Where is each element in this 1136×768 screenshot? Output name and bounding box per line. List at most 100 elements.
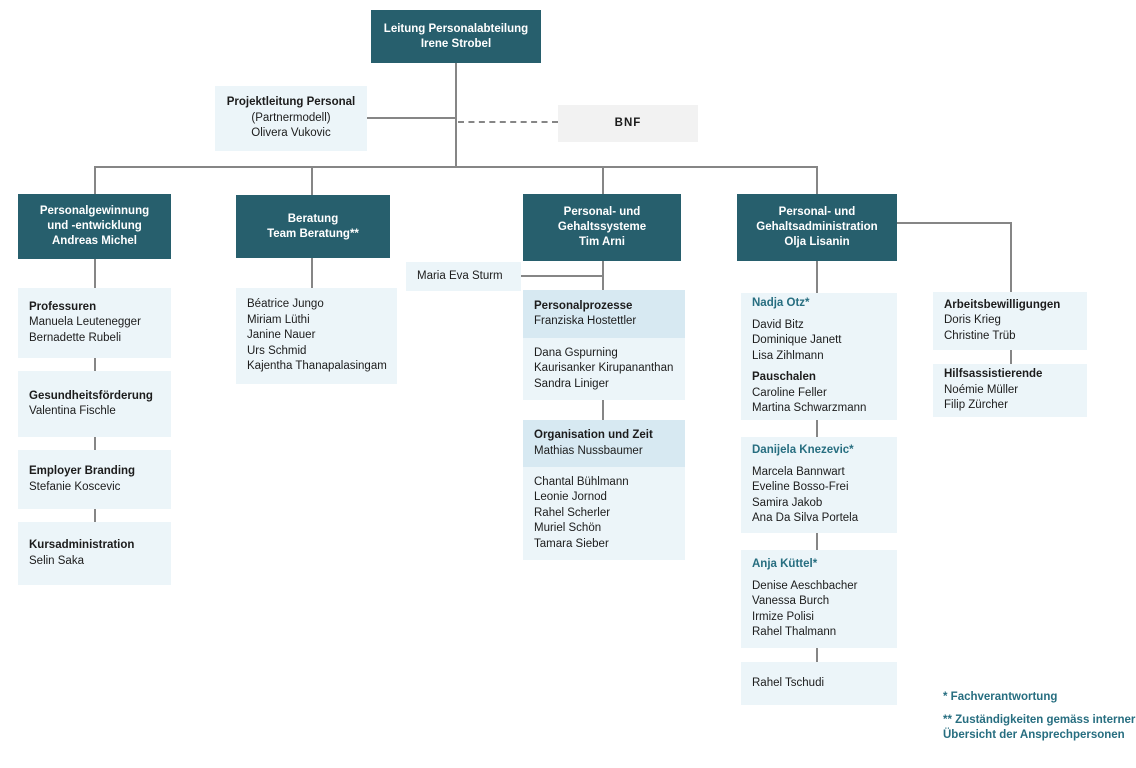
member-name: Manuela Leutenegger xyxy=(29,316,141,329)
member-name: Miriam Lüthi xyxy=(247,313,310,326)
member-name: Janine Nauer xyxy=(247,329,316,342)
person-name: Olivera Vukovic xyxy=(251,127,331,140)
connector-line xyxy=(94,437,96,450)
box-gehaltssysteme-header: Personal- und Gehaltssysteme Tim Arni xyxy=(523,194,681,261)
box-kursadministration: Kursadministration Selin Saka xyxy=(18,522,171,585)
team-lead-name: Anja Küttel* xyxy=(752,558,818,571)
box-title: Gehaltsadministration xyxy=(756,221,878,233)
member-name: Leonie Jornod xyxy=(534,491,607,504)
member-name: Lisa Zihlmann xyxy=(752,349,824,362)
connector-line xyxy=(602,166,604,194)
member-name: David Bitz xyxy=(752,318,804,331)
box-hilfsassistierende: Hilfsassistierende Noémie Müller Filip Z… xyxy=(933,364,1087,417)
box-title: Gesundheitsförderung xyxy=(29,389,153,402)
box-team-otz: Nadja Otz* David Bitz Dominique Janett L… xyxy=(741,293,897,420)
person-name: Andreas Michel xyxy=(52,235,137,247)
box-arbeitsbewilligungen: Arbeitsbewilligungen Doris Krieg Christi… xyxy=(933,292,1087,350)
box-title: Beratung xyxy=(287,212,339,225)
box-projektleitung: Projektleitung Personal (Partnermodell) … xyxy=(215,86,367,151)
member-name: Christine Trüb xyxy=(944,329,1016,342)
member-name: Stefanie Koscevic xyxy=(29,480,121,493)
box-title: Arbeitsbewilligungen xyxy=(944,298,1061,311)
box-organisation-zeit-team: Chantal Bühlmann Leonie Jornod Rahel Sch… xyxy=(523,467,685,560)
member-name: Kajentha Thanapalasingam xyxy=(247,360,387,373)
member-name: Kaurisanker Kirupananthan xyxy=(534,362,674,375)
box-maria-eva-sturm: Maria Eva Sturm xyxy=(406,262,521,291)
box-team-kuettel: Anja Küttel* Denise Aeschbacher Vanessa … xyxy=(741,550,897,648)
person-name: Irene Strobel xyxy=(420,37,492,50)
connector-line xyxy=(94,509,96,522)
box-beratung-team: Béatrice Jungo Miriam Lüthi Janine Nauer… xyxy=(236,288,397,384)
connector-line xyxy=(94,358,96,371)
member-name: Rahel Scherler xyxy=(534,506,611,519)
box-beratung-header: Beratung Team Beratung** xyxy=(236,195,390,258)
box-employer-branding: Employer Branding Stefanie Koscevic xyxy=(18,450,171,509)
box-title: Organisation und Zeit xyxy=(534,429,653,441)
person-name: Maria Eva Sturm xyxy=(417,269,503,282)
member-name: Valentina Fischle xyxy=(29,405,116,417)
connector-line xyxy=(816,261,818,293)
member-name: Tamara Sieber xyxy=(534,537,609,550)
member-name: Vanessa Burch xyxy=(752,595,830,608)
connector-line xyxy=(367,117,457,119)
member-name: Irmize Polisi xyxy=(752,610,814,623)
footnote-zustaendigkeiten-line2: Übersicht der Ansprechpersonen xyxy=(943,729,1125,741)
member-name: Doris Krieg xyxy=(944,314,1001,327)
member-name: Samira Jakob xyxy=(752,496,823,509)
box-rahel-tschudi: Rahel Tschudi xyxy=(741,662,897,705)
box-title: Personal- und xyxy=(563,206,641,218)
box-title: Leitung Personalabteilung xyxy=(383,22,529,35)
person-name: Mathias Nussbaumer xyxy=(534,444,643,457)
member-name: Rahel Thalmann xyxy=(752,626,837,639)
connector-line xyxy=(602,261,604,291)
box-team-knezevic: Danijela Knezevic* Marcela Bannwart Evel… xyxy=(741,437,897,533)
member-name: Selin Saka xyxy=(29,554,84,567)
footnote-fachverantwortung: * Fachverantwortung xyxy=(943,691,1058,703)
box-title: Personalprozesse xyxy=(534,299,633,312)
box-title: Hilfsassistierende xyxy=(944,368,1043,381)
member-name: Sandra Liniger xyxy=(534,377,609,390)
connector-line xyxy=(816,648,818,662)
box-title: Employer Branding xyxy=(29,465,136,477)
box-subtitle: Pauschalen xyxy=(752,371,816,384)
box-personalgewinnung-header: Personalgewinnung und -entwicklung Andre… xyxy=(18,194,171,259)
box-gesundheitsfoerderung: Gesundheitsförderung Valentina Fischle xyxy=(18,371,171,437)
person-name: Olja Lisanin xyxy=(784,236,850,248)
member-name: Urs Schmid xyxy=(247,344,307,357)
connector-line xyxy=(897,222,1012,224)
box-leitung-personalabteilung: Leitung Personalabteilung Irene Strobel xyxy=(371,10,541,63)
connector-line xyxy=(94,166,96,194)
team-lead-name: Danijela Knezevic* xyxy=(752,444,854,457)
member-name: Béatrice Jungo xyxy=(247,298,324,311)
box-title: Projektleitung Personal xyxy=(226,96,356,109)
person-name: Tim Arni xyxy=(578,236,625,248)
connector-line xyxy=(816,420,818,437)
connector-line xyxy=(311,258,313,288)
connector-line xyxy=(816,166,818,194)
connector-line xyxy=(816,533,818,550)
connector-line xyxy=(521,275,602,277)
member-name: Dana Gspurning xyxy=(534,346,618,359)
member-name: Denise Aeschbacher xyxy=(752,579,858,592)
box-title: Professuren xyxy=(29,300,97,313)
member-name: Filip Zürcher xyxy=(944,399,1008,412)
connector-line xyxy=(94,166,818,168)
member-name: Noémie Müller xyxy=(944,383,1019,396)
member-name: Caroline Feller xyxy=(752,386,827,399)
connector-line xyxy=(94,259,96,288)
member-name: Eveline Bosso-Frei xyxy=(752,481,849,494)
connector-line xyxy=(602,400,604,420)
member-name: Bernadette Rubeli xyxy=(29,331,122,344)
box-title: Personal- und xyxy=(778,206,856,218)
member-name: Muriel Schön xyxy=(534,522,602,535)
box-title: und -entwicklung xyxy=(47,220,142,232)
footnote-zustaendigkeiten: ** Zuständigkeiten gemäss interner xyxy=(943,713,1136,726)
connector-line xyxy=(311,166,313,195)
box-title: Kursadministration xyxy=(29,539,135,551)
box-organisation-zeit-header: Organisation und Zeit Mathias Nussbaumer xyxy=(523,420,685,467)
box-title: Personalgewinnung xyxy=(39,205,150,217)
box-title: BNF xyxy=(614,116,642,129)
member-name: Martina Schwarzmann xyxy=(752,402,867,415)
connector-line xyxy=(1010,222,1012,292)
